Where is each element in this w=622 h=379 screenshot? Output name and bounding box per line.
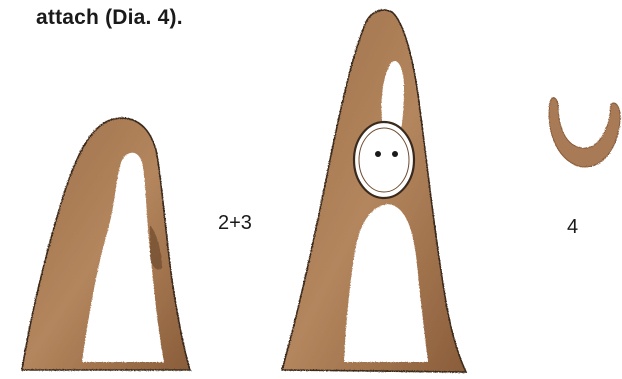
right-eye bbox=[392, 151, 398, 157]
crescent-shape bbox=[549, 98, 620, 167]
figure-label-2-3: 2+3 bbox=[218, 212, 252, 235]
figure-label-4: 4 bbox=[567, 216, 578, 239]
small-cone-figure bbox=[22, 118, 190, 370]
face-window bbox=[354, 122, 414, 198]
left-eye bbox=[375, 151, 381, 157]
